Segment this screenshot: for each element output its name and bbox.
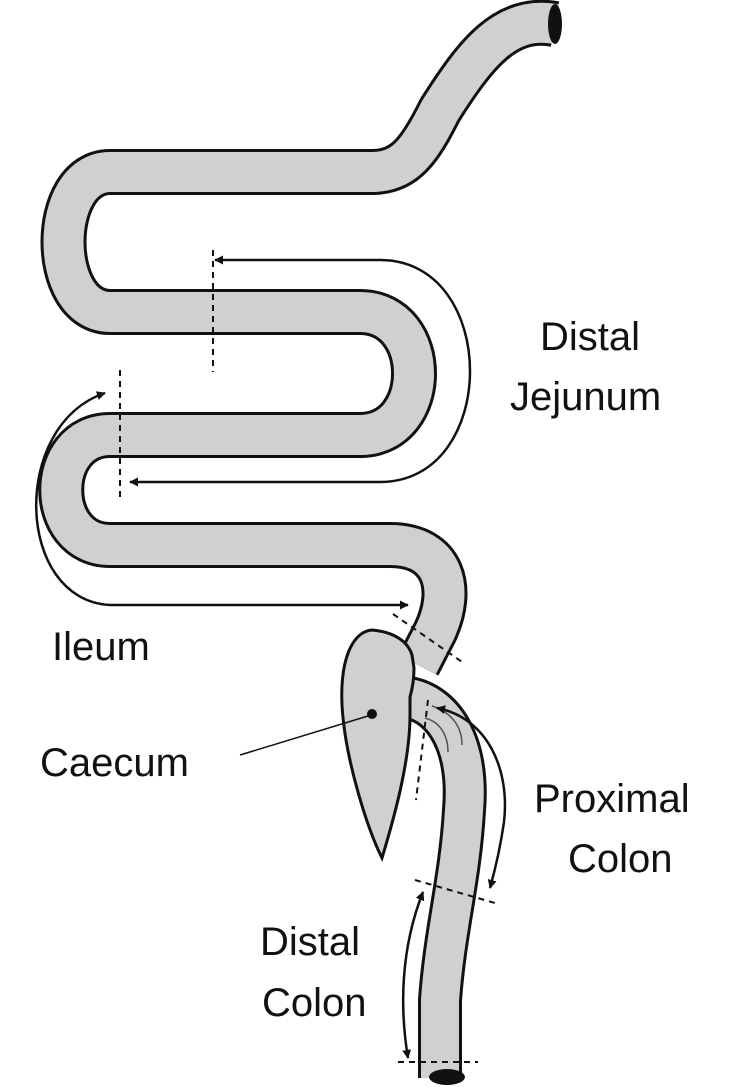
caecum-dot-icon — [367, 709, 377, 719]
caecum-shape — [342, 630, 414, 858]
label-distal-colon-1: Distal — [260, 920, 360, 964]
label-distal-jejunum-1: Distal — [540, 315, 640, 359]
label-distal-colon-2: Colon — [262, 981, 367, 1025]
label-caecum: Caecum — [40, 741, 189, 785]
label-proximal-colon-1: Proximal — [534, 777, 690, 821]
small-intestine — [61, 4, 562, 665]
label-ileum: Ileum — [52, 625, 150, 669]
colon-end-icon — [429, 1069, 465, 1085]
label-proximal-colon-2: Colon — [568, 837, 673, 881]
label-distal-jejunum-2: Jejunum — [510, 375, 661, 419]
